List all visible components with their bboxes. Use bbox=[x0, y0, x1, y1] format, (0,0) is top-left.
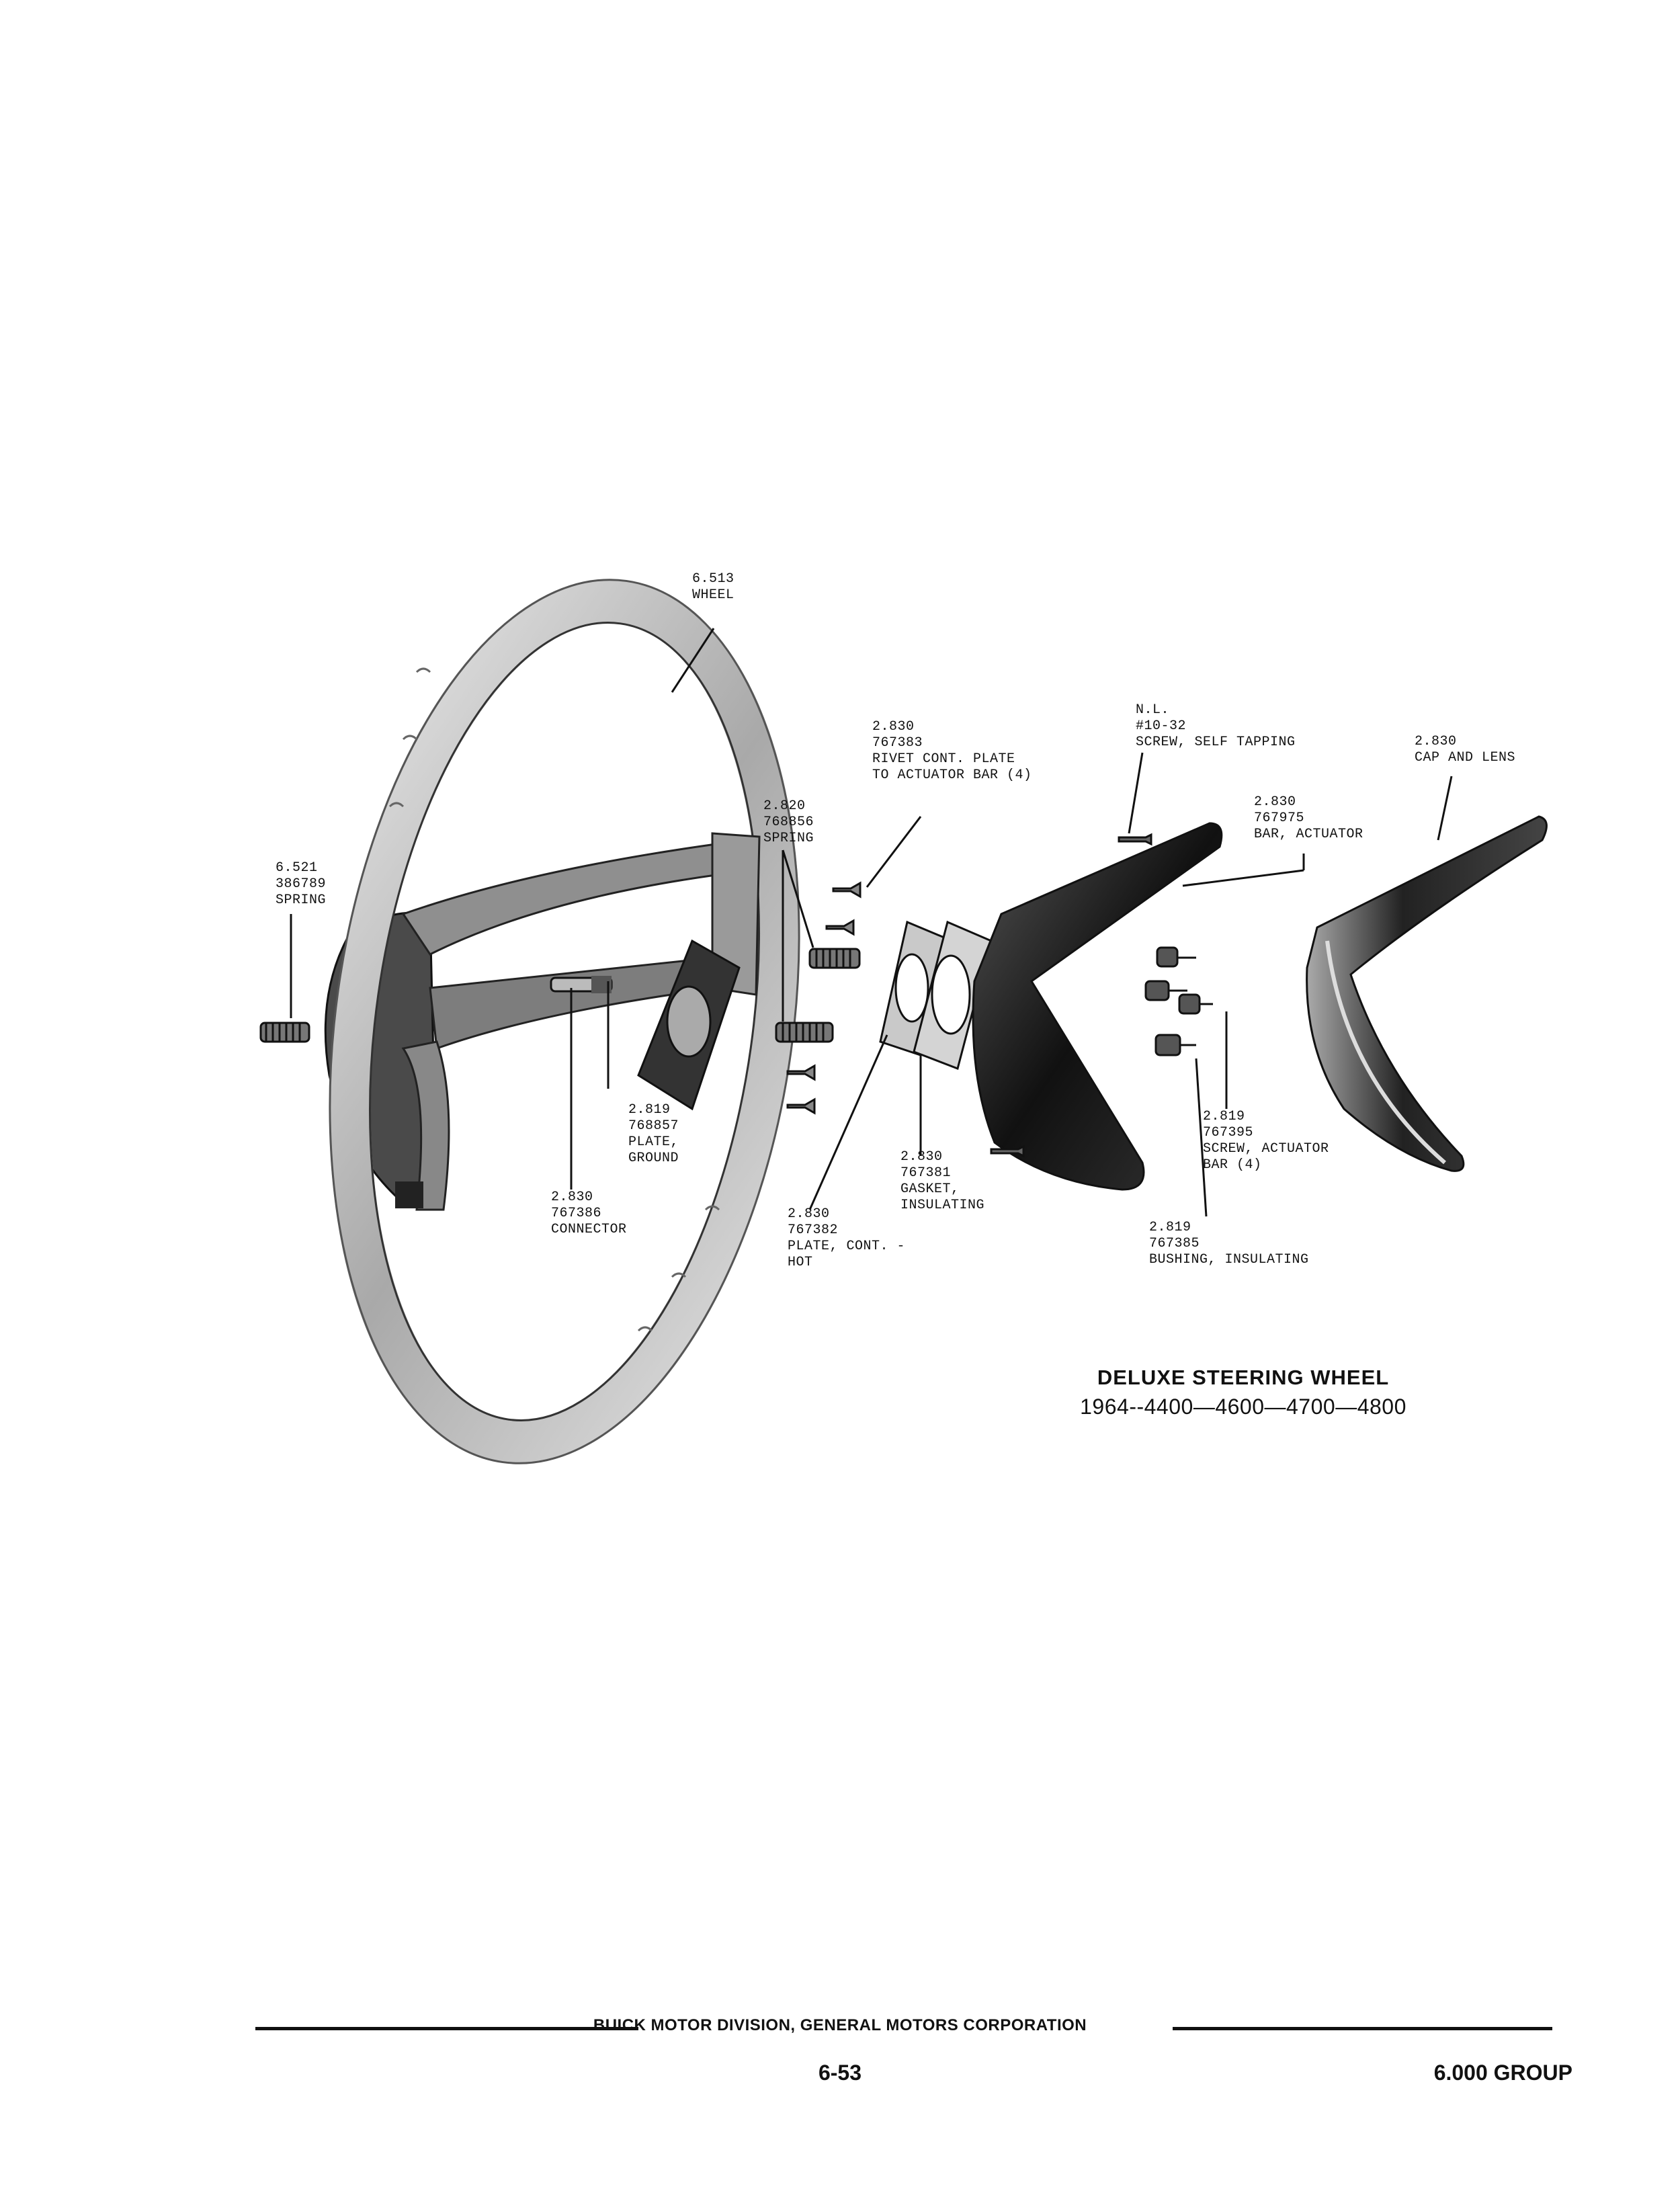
gasket-part bbox=[913, 920, 993, 1071]
rivet-parts bbox=[786, 881, 862, 1115]
leader-lines bbox=[290, 628, 1453, 1217]
spring-left-part bbox=[259, 1022, 310, 1043]
connector-part bbox=[550, 976, 613, 993]
actuator-bar-part bbox=[972, 822, 1223, 1191]
diagram-models: 1964--4400—4600—4700—4800 bbox=[1080, 1395, 1406, 1419]
footer-rule-right bbox=[1173, 2027, 1552, 2030]
wheel-spoke-upper bbox=[401, 839, 754, 956]
diagram-title: DELUXE STEERING WHEEL bbox=[1097, 1366, 1390, 1389]
actuator-screw-parts bbox=[1144, 946, 1213, 1056]
self-tapping-screw-parts bbox=[990, 833, 1152, 1158]
footer-publisher: BUICK MOTOR DIVISION, GENERAL MOTORS COR… bbox=[593, 2016, 1087, 2034]
wheel-rim bbox=[329, 580, 800, 1463]
contact-plate-part bbox=[879, 920, 946, 1056]
group-number: 6.000 GROUP bbox=[1433, 2061, 1572, 2085]
page-number: 6-53 bbox=[818, 2061, 862, 2085]
cap-and-lens-part bbox=[1306, 815, 1548, 1172]
spring-mid-part bbox=[775, 948, 861, 1043]
steering-wheel bbox=[324, 579, 800, 1464]
ground-plate-part bbox=[637, 939, 741, 1111]
footer-rule-left bbox=[255, 2027, 638, 2030]
